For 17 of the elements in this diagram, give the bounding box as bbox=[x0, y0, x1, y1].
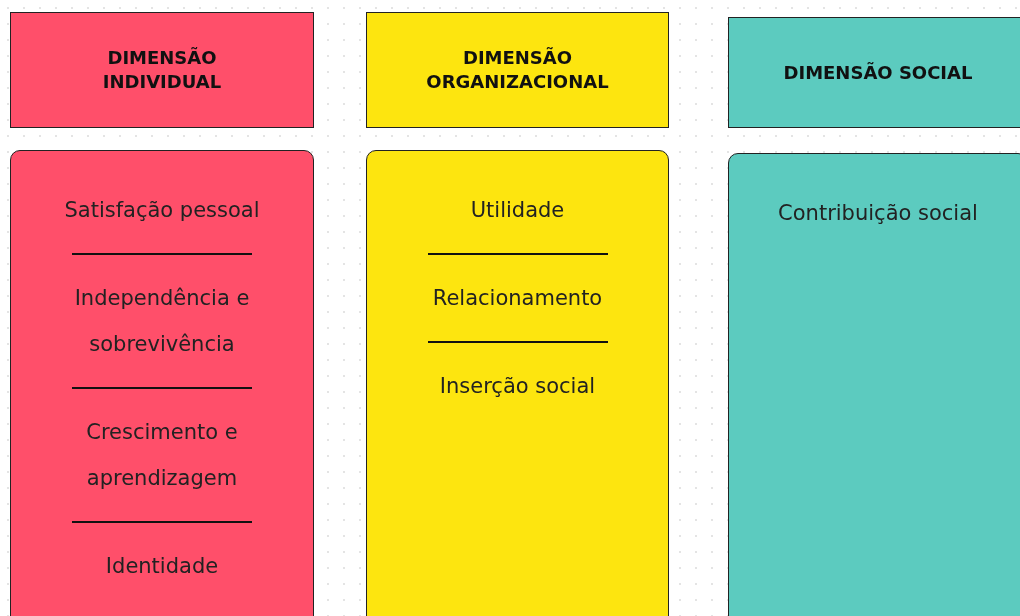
item-text: Identidade bbox=[105, 553, 219, 580]
column-card bbox=[366, 150, 669, 616]
header-box bbox=[728, 17, 1020, 128]
column-heading: DIMENSÃO ORGANIZACIONAL bbox=[425, 46, 610, 94]
header-box bbox=[366, 12, 669, 128]
column-card bbox=[728, 153, 1020, 616]
column-heading: DIMENSÃO SOCIAL bbox=[783, 60, 973, 85]
item-text: Contribuição social bbox=[778, 200, 978, 227]
item-text: Satisfação pessoal bbox=[64, 197, 260, 224]
item-text: Relacionamento bbox=[432, 285, 603, 312]
item-text: Utilidade bbox=[470, 197, 565, 224]
item-text: Crescimento e aprendizagem bbox=[85, 419, 239, 492]
item-text: Independência e sobrevivência bbox=[73, 285, 251, 358]
item-text: Inserção social bbox=[439, 373, 596, 400]
header-box bbox=[10, 12, 314, 128]
column-heading: DIMENSÃO INDIVIDUAL bbox=[101, 46, 223, 94]
column-card bbox=[10, 150, 314, 616]
